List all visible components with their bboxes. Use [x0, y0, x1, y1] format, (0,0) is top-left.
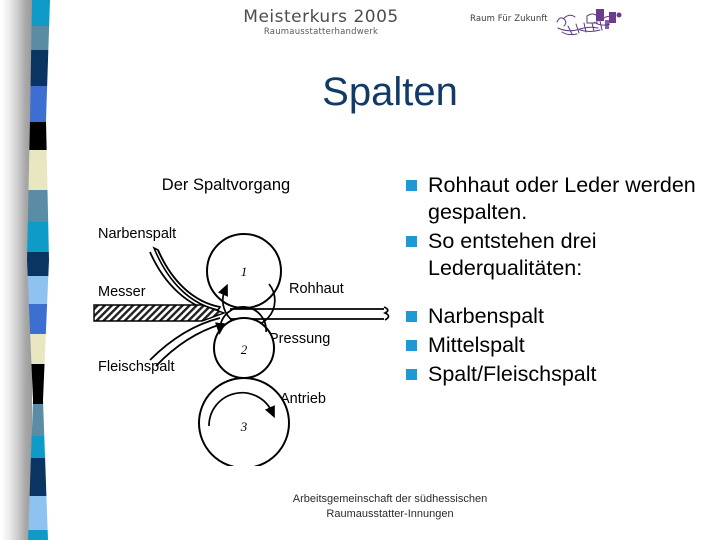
- messer-blade: [93, 304, 227, 322]
- list-item: Mittelspalt: [406, 332, 712, 359]
- header-course-title: Meisterkurs 2005: [243, 7, 399, 27]
- list-item: Narbenspalt: [406, 303, 712, 330]
- list-item: Spalt/Fleischspalt: [406, 361, 712, 388]
- bullet-square-icon: [406, 311, 417, 322]
- bullet-square-icon: [406, 236, 417, 247]
- list-item-label: Narbenspalt: [428, 304, 544, 328]
- list-spacer: [406, 284, 712, 303]
- list-item: So entstehen drei Lederqualitäten:: [406, 228, 712, 282]
- label-narbenspalt: Narbenspalt: [98, 226, 176, 242]
- ribbon-shadow: [0, 0, 32, 540]
- header-course-block: Meisterkurs 2005 Raumausstatterhandwerk: [196, 8, 446, 38]
- furniture-sketch-icon: [554, 6, 628, 49]
- footer-line-2: Raumausstatter-Innungen: [326, 508, 454, 520]
- footer-line-1: Arbeitsgemeinschaft der südhessischen: [292, 493, 488, 505]
- list-item-label: Rohhaut oder Leder werden gespalten.: [428, 173, 696, 224]
- roller-2-number: 2: [241, 342, 248, 357]
- list-item-label: Spalt/Fleischspalt: [428, 362, 597, 386]
- label-rohhaut: Rohhaut: [289, 281, 344, 297]
- diagram-title: Der Spaltvorgang: [162, 176, 290, 194]
- slide-footer: Arbeitsgemeinschaft der südhessischen Ra…: [180, 492, 600, 522]
- list-item: Rohhaut oder Leder werden gespalten.: [406, 172, 712, 226]
- bullet-square-icon: [406, 180, 417, 191]
- label-antrieb: Antrieb: [280, 391, 326, 407]
- label-pressung: Pressung: [269, 331, 330, 347]
- list-item-label: So entstehen drei Lederqualitäten:: [428, 229, 597, 280]
- spaltvorgang-diagram: Der Spaltvorgang Narbenspalt Messer Rohh…: [84, 176, 404, 466]
- label-fleischspalt: Fleischspalt: [98, 359, 175, 375]
- list-item-label: Mittelspalt: [428, 333, 525, 357]
- roller-3-number: 3: [240, 419, 248, 434]
- logo-text: Raum Für Zukunft: [470, 14, 548, 24]
- label-messer: Messer: [98, 284, 146, 300]
- header-course-subtitle: Raumausstatterhandwerk: [263, 27, 379, 37]
- decorative-color-ribbon: [26, 0, 52, 540]
- roller-1-number: 1: [241, 264, 248, 279]
- bullet-list: Rohhaut oder Leder werden gespalten. So …: [406, 172, 712, 390]
- page-title: Spalten: [322, 70, 458, 114]
- header-logo: Raum Für Zukunft: [470, 6, 640, 46]
- bullet-square-icon: [406, 340, 417, 351]
- bullet-square-icon: [406, 369, 417, 380]
